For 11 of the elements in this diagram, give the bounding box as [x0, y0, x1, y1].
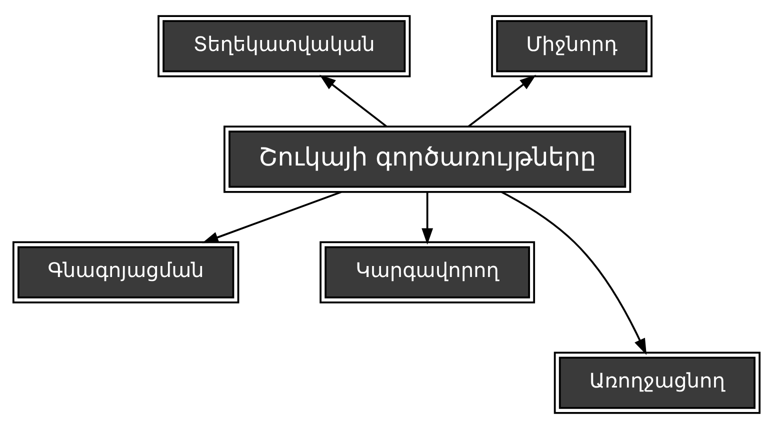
- arrow: [422, 192, 434, 244]
- arrow: [468, 74, 536, 127]
- arrow: [501, 190, 647, 354]
- arrow: [319, 74, 388, 127]
- node-box: Միջնորդ: [491, 14, 652, 77]
- node-box: Առողջացնող: [554, 351, 761, 414]
- node-box: Կարգավորող: [320, 240, 536, 303]
- arrow: [202, 190, 342, 243]
- node-box: Գնագոյացման: [12, 240, 240, 303]
- node-box: Շուկայի գործառույթները: [224, 125, 632, 192]
- node-box: Տեղեկատվական: [158, 14, 411, 77]
